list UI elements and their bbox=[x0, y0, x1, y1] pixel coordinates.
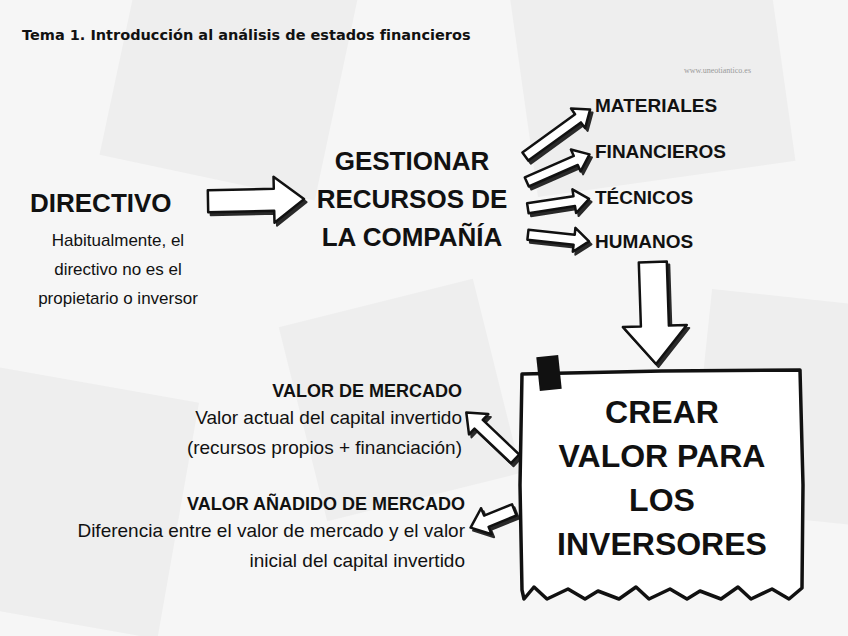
arrow-body bbox=[623, 262, 687, 365]
paper-edge bbox=[520, 370, 803, 599]
resource-item: HUMANOS bbox=[595, 230, 710, 254]
resource-name: HUMANOS bbox=[595, 230, 710, 254]
resource-name: TÉCNICOS bbox=[595, 186, 715, 210]
slide-title: Tema 1. Introducción al análisis de esta… bbox=[22, 27, 471, 43]
sketch-arrow bbox=[466, 413, 521, 467]
arrow-body bbox=[471, 504, 517, 534]
sketch-arrow bbox=[527, 228, 591, 255]
role-heading: DIRECTIVO bbox=[30, 186, 206, 220]
torn-paper-box: CREAR VALOR PARA LOS INVERSORES bbox=[518, 368, 806, 602]
resource-item: TÉCNICOS bbox=[595, 186, 715, 210]
definition-heading: VALOR DE MERCADO bbox=[162, 379, 462, 403]
arrow-body bbox=[466, 413, 519, 464]
block-heading: GESTIONAR RECURSOS DE LA COMPAÑÍA bbox=[310, 142, 514, 256]
resource-name: FINANCIEROS bbox=[595, 140, 735, 164]
directivo-group: DIRECTIVO Habitualmente, el directivo no … bbox=[30, 186, 206, 313]
sketch-arrow bbox=[208, 177, 307, 226]
arrow-body bbox=[527, 189, 589, 213]
goal-text: CREAR VALOR PARA LOS INVERSORES bbox=[550, 390, 774, 566]
sketch-arrow bbox=[471, 504, 519, 537]
resource-name: MATERIALES bbox=[595, 94, 725, 118]
resource-item: FINANCIEROS bbox=[595, 140, 735, 164]
arrow-body bbox=[527, 228, 589, 252]
definition-text: Valor actual del capital invertido (recu… bbox=[162, 403, 462, 463]
sketch-arrow bbox=[527, 189, 592, 216]
definition-block: VALOR DE MERCADOValor actual del capital… bbox=[162, 379, 462, 463]
definition-text: Diferencia entre el valor de mercado y e… bbox=[65, 516, 465, 576]
definition-block: VALOR AÑADIDO DE MERCADODiferencia entre… bbox=[65, 492, 465, 576]
sketch-arrow bbox=[525, 150, 592, 190]
tape-strip bbox=[536, 355, 561, 391]
sketch-arrow bbox=[623, 262, 689, 368]
watermark: www.uneotiantico.es bbox=[684, 66, 751, 75]
arrow-body bbox=[525, 150, 590, 187]
role-note: Habitualmente, el directivo no es el pro… bbox=[30, 226, 206, 313]
arrow-body bbox=[208, 177, 304, 223]
definition-heading: VALOR AÑADIDO DE MERCADO bbox=[65, 492, 465, 516]
management-block: GESTIONAR RECURSOS DE LA COMPAÑÍA bbox=[310, 142, 514, 256]
resource-item: MATERIALES bbox=[595, 94, 725, 118]
